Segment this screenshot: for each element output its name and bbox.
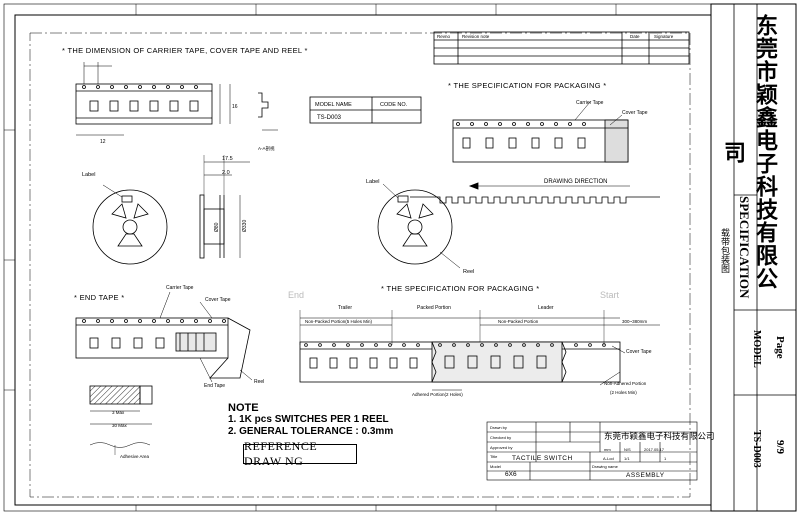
side-company-name: 东莞市颖鑫电子科技有限公司	[721, 14, 778, 290]
model-table-header-code: CODE NO.	[380, 102, 408, 108]
tb-unit: mm	[604, 447, 611, 452]
title-block	[486, 421, 698, 481]
note-item-2: 2. GENERAL TOLERANCE : 0.3mm	[228, 426, 394, 437]
side-specification: SPECIFICATION	[737, 196, 752, 299]
title-carrier-dimension: * THE DIMENSION OF CARRIER TAPE, COVER T…	[62, 46, 308, 55]
packaging-top	[410, 101, 660, 204]
label-reel-end: Reel	[254, 379, 264, 385]
side-model-number: TS-D003	[751, 430, 762, 468]
adhesive-detail	[89, 385, 153, 455]
label-leader: Leader	[538, 305, 554, 311]
tb-approved-by: Approved by	[490, 445, 512, 450]
reference-drawing-box: REFERENCE DRAW NG	[243, 439, 357, 468]
dashdot-frame	[29, 32, 691, 498]
label-cover-tape-end: Cover Tape	[205, 297, 231, 303]
tb-title-label: Title	[490, 454, 498, 459]
tb-title: TACTILE SWITCH	[512, 455, 573, 462]
label-non-adhered: Non-Adhered Portion	[604, 381, 647, 386]
tb-drawn-by: Drawn by	[490, 425, 507, 430]
note-item-1: 1. 1K pcs SWITCHES PER 1 REEL	[228, 414, 389, 425]
tb-model-label: Model	[490, 464, 501, 469]
carrier-tape-dimension	[75, 62, 278, 136]
label-reel-right: Reel	[463, 269, 474, 275]
model-table-header-name: MODEL NAME	[315, 102, 352, 108]
label-non-packed: Non-Packed Portion	[498, 319, 539, 324]
model-table	[309, 96, 422, 124]
label-carrier-tape-end: Carrier Tape	[166, 285, 194, 291]
label-start-watermark: Start	[600, 290, 620, 300]
reel-left	[92, 155, 250, 265]
packaging-bottom	[299, 310, 660, 391]
tb-sheet: 1	[664, 456, 667, 461]
label-300-380: 300~380mm	[622, 319, 647, 324]
label-label-left: Label	[82, 172, 95, 178]
model-table-cell-model: TS-D003	[317, 115, 342, 121]
dim-30-max: 30 Max	[112, 423, 128, 428]
tb-scale: A-Lod	[603, 456, 614, 461]
label-cover-tape-bottom: Cover Tape	[626, 349, 652, 355]
tb-model-size: 6X6	[505, 471, 517, 478]
title-end-tape: * END TAPE *	[74, 293, 124, 302]
dim-3-max: 3 Max	[112, 410, 125, 415]
dim-330: Ø330	[242, 220, 248, 232]
note-title: NOTE	[228, 402, 259, 414]
label-end-tape: End Tape	[204, 383, 225, 389]
label-non-packed-5: Non-Packed Portion(5 Holes Min)	[305, 319, 373, 324]
label-end-watermark: End	[288, 290, 304, 300]
tb-ratio: 1/1	[624, 456, 630, 461]
revision-table	[433, 31, 690, 65]
side-panel	[710, 3, 797, 512]
side-model-label: MODEL	[751, 330, 762, 368]
tb-company: 东莞市颖鑫电子科技有限公司	[604, 431, 715, 441]
tb-drawing-name-label: Drawing name	[592, 464, 619, 469]
revision-header-note: Revision note	[462, 34, 490, 39]
revision-header-date: Date	[630, 34, 640, 39]
tb-tol: N/S	[624, 447, 631, 452]
label-two-holes: (2 Holes Min)	[610, 390, 637, 395]
label-cover-tape-top: Cover Tape	[622, 110, 648, 116]
revision-header-signature: Signature	[654, 34, 674, 39]
label-adhesive-area: Adhesive Area	[120, 454, 150, 459]
dim-12: 12	[100, 139, 106, 145]
side-page-number: 9/9	[774, 440, 786, 455]
label-drawing-direction: DRAWING DIRECTION	[544, 179, 607, 185]
dim-2-0: 2.0	[222, 170, 230, 176]
tb-drawing-name: ASSEMBLY	[626, 472, 665, 479]
title-packaging-top: * THE SPECIFICATION FOR PACKAGING *	[448, 81, 606, 90]
label-carrier-tape-top: Carrier Tape	[576, 100, 604, 106]
dim-80: Ø80	[214, 222, 220, 232]
side-subtitle: 载带包装图	[720, 228, 730, 273]
label-packed-portion: Packed Portion	[417, 305, 451, 311]
tb-checked-by: Checked by	[490, 435, 511, 440]
end-tape	[75, 291, 253, 383]
revision-header-revno: Revno	[437, 34, 451, 39]
dim-17-5: 17.5	[222, 156, 233, 162]
dim-16: 16	[232, 104, 238, 110]
tb-date: 2017.05.17	[644, 447, 665, 452]
note-block: NOTE 1. 1K pcs SWITCHES PER 1 REEL 2. GE…	[228, 402, 393, 438]
label-section-aa: A-A剖视	[258, 145, 275, 152]
title-packaging-bottom: * THE SPECIFICATION FOR PACKAGING *	[381, 284, 539, 293]
label-trailer: Trailer	[338, 305, 352, 311]
reel-right	[377, 183, 461, 269]
label-adhered: Adhered Portion(2 Holes)	[412, 392, 463, 397]
label-label-right: Label	[366, 179, 379, 185]
side-page-label: Page	[774, 336, 786, 359]
